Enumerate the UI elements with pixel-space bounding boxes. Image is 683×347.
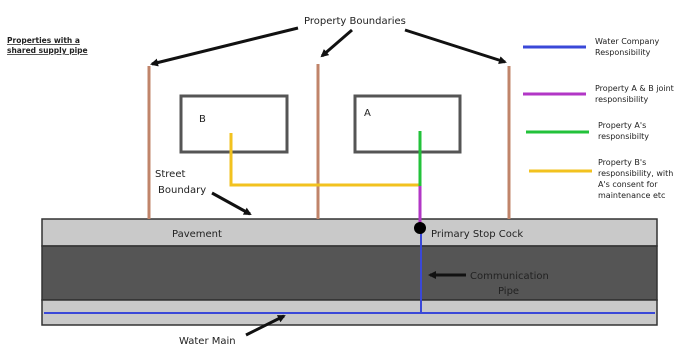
- arrow-boundary-middle: [320, 28, 353, 58]
- street-boundary-label-2: Boundary: [158, 185, 206, 196]
- title-line-2: shared supply pipe: [7, 46, 88, 55]
- legend-water-company-line-1: Water Company: [595, 37, 660, 46]
- arrow-boundary-left: [150, 26, 299, 67]
- water-main-label: Water Main: [179, 336, 236, 347]
- property-boundaries-label: Property Boundaries: [304, 16, 406, 27]
- communication-pipe-label-2: Pipe: [498, 286, 519, 297]
- legend-water-company-line-2: Responsibility: [595, 48, 651, 57]
- legend-joint-line-2: responsibility: [595, 95, 649, 104]
- pavement-strip: [41, 218, 658, 247]
- communication-pipe-label-1: Communication: [470, 271, 549, 282]
- legend-property-b-line-2: responsibility, with: [598, 169, 673, 178]
- legend-property-b-line-1: Property B's: [598, 158, 646, 167]
- arrow-boundary-right: [404, 28, 507, 64]
- road-strip: [41, 245, 658, 301]
- legend-joint-line-1: Property A & B joint: [595, 84, 674, 93]
- primary-stop-cock-marker: [414, 222, 426, 234]
- pavement-label: Pavement: [172, 229, 222, 240]
- legend: Water Company Responsibility Property A …: [523, 37, 674, 200]
- street-boundary-label-1: Street: [155, 169, 185, 180]
- legend-property-b-line-3: A's consent for: [598, 180, 658, 189]
- primary-stop-cock-label: Primary Stop Cock: [431, 229, 523, 240]
- title-line-1: Properties with a: [7, 36, 80, 45]
- legend-property-a-line-2: responsibilty: [598, 132, 649, 141]
- house-a-label: A: [364, 108, 371, 119]
- legend-property-b-line-4: maintenance etc: [598, 191, 665, 200]
- house-b: [179, 94, 289, 154]
- house-a: [353, 94, 462, 154]
- legend-property-a-line-1: Property A's: [598, 121, 646, 130]
- house-b-label: B: [199, 114, 206, 125]
- arrow-water-main: [245, 314, 286, 337]
- arrow-street-boundary: [211, 191, 252, 216]
- property-b-pipe: [229, 133, 420, 187]
